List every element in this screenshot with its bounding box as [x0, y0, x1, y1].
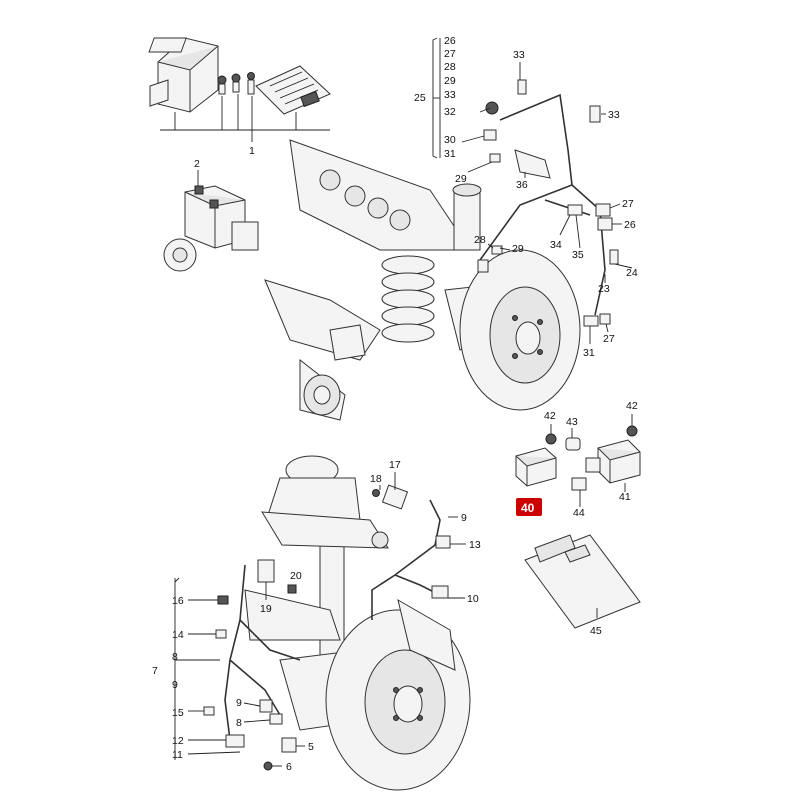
- callout-42: 42: [544, 410, 556, 422]
- callout-30: 30: [444, 134, 456, 146]
- callout-33: 33: [513, 49, 525, 61]
- callout-23: 23: [598, 283, 610, 295]
- front-suspension-assembly: [244, 455, 471, 791]
- highlight-box: [516, 498, 542, 516]
- abs-control-unit-kit: [148, 37, 331, 142]
- callout-34: 34: [550, 239, 562, 251]
- callout-11: 11: [172, 749, 183, 761]
- callout-10: 10: [467, 593, 479, 605]
- callout-41: 41: [619, 491, 631, 503]
- callout-33: 33: [444, 89, 456, 101]
- callout-labels: 1 2 25 26 27 28 29 33 32 30 31 33 33 29 …: [152, 35, 638, 773]
- callout-19: 19: [260, 603, 272, 615]
- callout-24: 24: [626, 267, 638, 279]
- front-sensor-wiring: [174, 472, 466, 771]
- callout-26: 26: [444, 35, 456, 47]
- hydraulic-unit: [163, 170, 259, 272]
- callout-43: 43: [566, 416, 578, 428]
- callout-8: 8: [172, 651, 178, 663]
- callout-9: 9: [236, 697, 242, 709]
- callout-27: 27: [603, 333, 615, 345]
- callout-13: 13: [469, 539, 481, 551]
- highlight-text: 40: [521, 501, 535, 515]
- callout-9: 9: [461, 512, 467, 524]
- callout-45: 45: [590, 625, 602, 637]
- callout-42: 42: [626, 400, 638, 412]
- callout-28: 28: [444, 61, 456, 73]
- callout-15: 15: [172, 707, 184, 719]
- callout-31: 31: [444, 148, 456, 160]
- callout-31: 31: [583, 347, 595, 359]
- callout-32: 32: [444, 106, 456, 118]
- callout-14: 14: [172, 629, 184, 641]
- yaw-sensor-group: [515, 414, 641, 629]
- callout-35: 35: [572, 249, 584, 261]
- callout-12: 12: [172, 735, 184, 747]
- callout-1: 1: [249, 145, 255, 157]
- callout-9: 9: [172, 679, 178, 691]
- callout-29: 29: [455, 173, 467, 185]
- callout-5: 5: [308, 741, 314, 753]
- callout-17: 17: [389, 459, 401, 471]
- callout-29: 29: [512, 243, 524, 255]
- callout-25: 25: [414, 92, 426, 104]
- callout-27: 27: [622, 198, 634, 210]
- callout-16: 16: [172, 595, 184, 607]
- callout-8: 8: [236, 717, 242, 729]
- callout-6: 6: [286, 761, 292, 773]
- group-brackets: [174, 37, 438, 583]
- callout-36: 36: [516, 179, 528, 191]
- highlighted-part-label: 40: [516, 498, 542, 516]
- callout-2: 2: [194, 158, 200, 170]
- callout-18: 18: [370, 473, 382, 485]
- callout-20: 20: [290, 570, 302, 582]
- callout-27: 27: [444, 48, 456, 60]
- rear-sensor-wiring: [433, 38, 633, 344]
- callout-26: 26: [624, 219, 636, 231]
- callout-7: 7: [152, 665, 158, 677]
- callout-33: 33: [608, 109, 620, 121]
- rear-subframe-assembly: [264, 139, 581, 421]
- callout-29: 29: [444, 75, 456, 87]
- callout-44: 44: [573, 507, 585, 519]
- callout-28: 28: [474, 234, 486, 246]
